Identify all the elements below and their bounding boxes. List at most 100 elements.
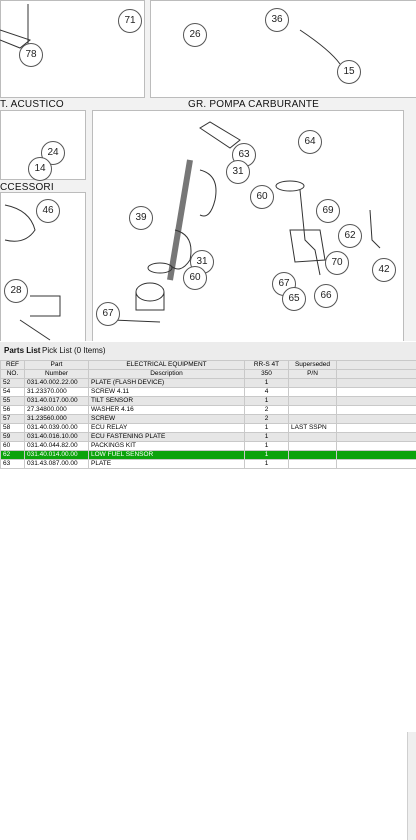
table-cell: 2 — [245, 406, 289, 415]
column-header[interactable]: Part — [25, 361, 89, 370]
column-header[interactable]: NO. — [1, 370, 25, 379]
table-cell: 1 — [245, 451, 289, 460]
table-cell — [289, 388, 337, 397]
table-cell: ECU RELAY — [89, 424, 245, 433]
callout[interactable]: 28 — [4, 279, 28, 303]
column-header[interactable]: REF — [1, 361, 25, 370]
table-cell: 1 — [245, 379, 289, 388]
table-cell: LAST SSPN — [289, 424, 337, 433]
callout[interactable]: 14 — [28, 157, 52, 181]
table-cell-spacer — [337, 388, 416, 397]
table-cell: SCREW — [89, 415, 245, 424]
column-header[interactable]: RR-S 4T — [245, 361, 289, 370]
table-cell: 57 — [1, 415, 25, 424]
table-cell: TILT SENSOR — [89, 397, 245, 406]
callout[interactable]: 65 — [282, 287, 306, 311]
callout[interactable]: 60 — [250, 185, 274, 209]
table-cell — [289, 460, 337, 469]
column-header-spacer — [337, 370, 416, 379]
table-cell — [289, 442, 337, 451]
callout[interactable]: 15 — [337, 60, 361, 84]
callout[interactable]: 31 — [226, 160, 250, 184]
table-cell: ECU FASTENING PLATE — [89, 433, 245, 442]
column-header[interactable]: Superseded — [289, 361, 337, 370]
table-cell — [289, 397, 337, 406]
table-cell: PACKINGS KIT — [89, 442, 245, 451]
table-cell: 4 — [245, 388, 289, 397]
table-cell-spacer — [337, 451, 416, 460]
callout[interactable]: 60 — [183, 266, 207, 290]
column-header-spacer — [337, 361, 416, 370]
callout[interactable]: 36 — [265, 8, 289, 32]
table-cell: 1 — [245, 442, 289, 451]
table-cell: 1 — [245, 460, 289, 469]
callout[interactable]: 71 — [118, 9, 142, 33]
table-cell: 1 — [245, 433, 289, 442]
table-cell — [289, 406, 337, 415]
callout[interactable]: 70 — [325, 251, 349, 275]
table-cell-spacer — [337, 406, 416, 415]
table-cell: 31.23560.000 — [25, 415, 89, 424]
table-cell: 031.40.002.22.00 — [25, 379, 89, 388]
table-cell: WASHER 4.16 — [89, 406, 245, 415]
table-cell: 58 — [1, 424, 25, 433]
column-header[interactable]: Description — [89, 370, 245, 379]
table-cell: 27.34800.000 — [25, 406, 89, 415]
table-cell: PLATE — [89, 460, 245, 469]
table-cell: 031.40.039.00.00 — [25, 424, 89, 433]
table-cell: SCREW 4.11 — [89, 388, 245, 397]
parts-table: REF Part ELECTRICAL EQUIPMENT RR-S 4T Su… — [0, 360, 416, 469]
table-cell-spacer — [337, 442, 416, 451]
table-cell: 54 — [1, 388, 25, 397]
table-cell: 2 — [245, 415, 289, 424]
table-cell: 56 — [1, 406, 25, 415]
table-cell: 031.40.016.10.00 — [25, 433, 89, 442]
table-cell-spacer — [337, 433, 416, 442]
callout[interactable]: 78 — [19, 43, 43, 67]
table-cell-spacer — [337, 397, 416, 406]
callout[interactable]: 64 — [298, 130, 322, 154]
table-cell — [289, 415, 337, 424]
table-cell: 59 — [1, 433, 25, 442]
table-header-row: REF Part ELECTRICAL EQUIPMENT RR-S 4T Su… — [1, 361, 416, 370]
table-cell: 031.40.014.00.00 — [25, 451, 89, 460]
tab-pick-list[interactable]: Pick List (0 Items) — [42, 346, 106, 355]
table-cell: LOW FUEL SENSOR — [89, 451, 245, 460]
callout[interactable]: 66 — [314, 284, 338, 308]
tab-parts-list[interactable]: Parts List — [4, 346, 40, 355]
table-cell-spacer — [337, 415, 416, 424]
table-cell: PLATE (FLASH DEVICE) — [89, 379, 245, 388]
callout[interactable]: 67 — [96, 302, 120, 326]
table-cell-spacer — [337, 379, 416, 388]
column-header[interactable]: ELECTRICAL EQUIPMENT — [89, 361, 245, 370]
column-header[interactable]: P/N — [289, 370, 337, 379]
table-cell: 031.43.087.00.00 — [25, 460, 89, 469]
column-header[interactable]: Number — [25, 370, 89, 379]
table-cell — [289, 451, 337, 460]
table-cell — [289, 433, 337, 442]
callout[interactable]: 46 — [36, 199, 60, 223]
table-cell: 031.40.017.00.00 — [25, 397, 89, 406]
table-cell: 31.23370.000 — [25, 388, 89, 397]
table-cell: 1 — [245, 424, 289, 433]
callout[interactable]: 69 — [316, 199, 340, 223]
parts-diagram: T. ACUSTICO GR. POMPA CARBURANTE CCESSOR… — [0, 0, 416, 341]
column-header[interactable]: 350 — [245, 370, 289, 379]
callout[interactable]: 26 — [183, 23, 207, 47]
vertical-scrollbar[interactable] — [407, 732, 416, 840]
callout[interactable]: 62 — [338, 224, 362, 248]
diagram-line-art — [0, 0, 416, 341]
callout[interactable]: 39 — [129, 206, 153, 230]
callout[interactable]: 42 — [372, 258, 396, 282]
table-cell-spacer — [337, 460, 416, 469]
